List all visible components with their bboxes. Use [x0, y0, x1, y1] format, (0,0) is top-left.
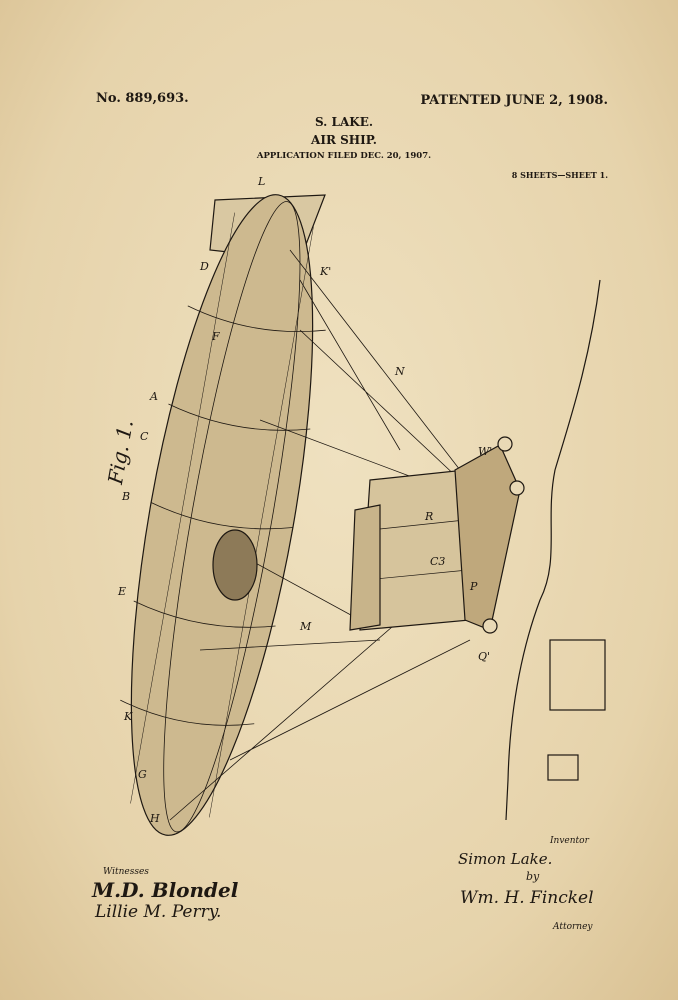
- part-label: G: [138, 768, 147, 781]
- wheel-2: [509, 480, 525, 496]
- part-label: F: [211, 330, 220, 343]
- patented-date: PATENTED JUNE 2, 1908.: [420, 93, 608, 108]
- gas-envelope: [120, 194, 326, 836]
- part-label: D: [199, 260, 209, 273]
- part-label: W': [478, 445, 492, 458]
- part-label: K: [123, 710, 133, 723]
- part-label: P: [469, 580, 478, 593]
- shed-sketch: [547, 754, 579, 781]
- wheel-3: [482, 618, 498, 634]
- patent-number: No. 889,693.: [96, 91, 189, 106]
- part-label: A: [149, 390, 158, 403]
- witness-signature-1: M.D. Blondel: [92, 878, 239, 902]
- witnesses-label: Witnesses: [103, 867, 149, 877]
- rigging-lines: [169, 249, 471, 821]
- part-label: C3: [430, 555, 445, 568]
- part-label: L: [257, 175, 265, 188]
- part-label: N: [394, 365, 405, 378]
- application-filed: APPLICATION FILED DEC. 20, 1907.: [256, 151, 432, 161]
- propeller: [212, 529, 258, 601]
- invention-title: AIR SHIP.: [311, 133, 377, 147]
- part-label: E: [117, 585, 126, 598]
- part-label: R: [424, 510, 433, 523]
- part-label: C: [140, 430, 149, 443]
- witness-signature-2: Lillie M. Perry.: [95, 902, 222, 922]
- part-label: H: [149, 812, 160, 825]
- sheet-count: 8 SHEETS—SHEET 1.: [511, 170, 608, 180]
- inventor-signature: Simon Lake.: [458, 850, 553, 868]
- landing-frame: [454, 444, 521, 631]
- attorney-label: Attorney: [553, 922, 593, 932]
- part-label: M: [299, 620, 312, 633]
- inventor-name: S. LAKE.: [314, 115, 374, 129]
- part-label: Q': [478, 650, 490, 663]
- by-label: by: [526, 870, 540, 883]
- house-sketch: [549, 639, 606, 711]
- inventor-label: Inventor: [550, 836, 589, 846]
- attorney-signature: Wm. H. Finckel: [460, 888, 594, 908]
- wheel-1: [497, 436, 513, 452]
- part-label: B: [121, 490, 130, 503]
- hillside-line: [505, 279, 601, 821]
- part-label: K': [319, 265, 331, 278]
